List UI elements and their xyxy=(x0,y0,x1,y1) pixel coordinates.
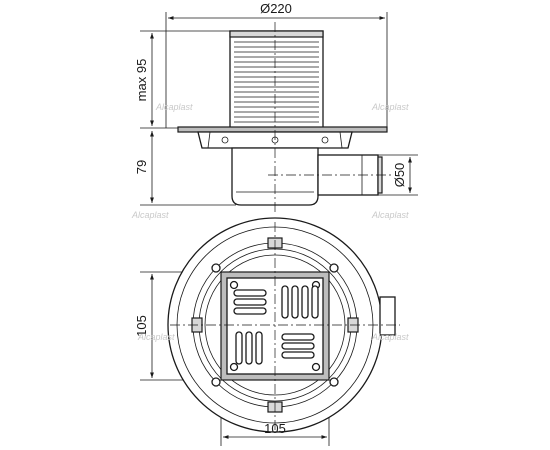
plan-view xyxy=(140,217,400,446)
grating-slots xyxy=(233,285,319,365)
dim-plan-width: 105 xyxy=(264,421,286,436)
watermark-2: Alcaplast xyxy=(371,102,409,112)
frame-ribs xyxy=(234,41,319,123)
flange xyxy=(177,126,388,133)
watermark-5: Alcaplast xyxy=(137,332,175,342)
watermark-4: Alcaplast xyxy=(371,210,409,220)
side-view xyxy=(140,12,418,212)
dim-height-body: 79 xyxy=(134,160,149,174)
watermark-3: Alcaplast xyxy=(131,210,169,220)
dim-outlet-diameter: Ø50 xyxy=(392,163,407,188)
dim-plan-height: 105 xyxy=(134,315,149,337)
watermark-6: Alcaplast xyxy=(371,332,409,342)
dim-height-top: max 95 xyxy=(134,59,149,102)
watermark-1: Alcaplast xyxy=(155,102,193,112)
outlet-stub-plan xyxy=(379,296,396,336)
dim-top-width: Ø220 xyxy=(260,1,292,16)
top-grating-frame xyxy=(229,30,324,131)
trap-body xyxy=(231,147,319,206)
